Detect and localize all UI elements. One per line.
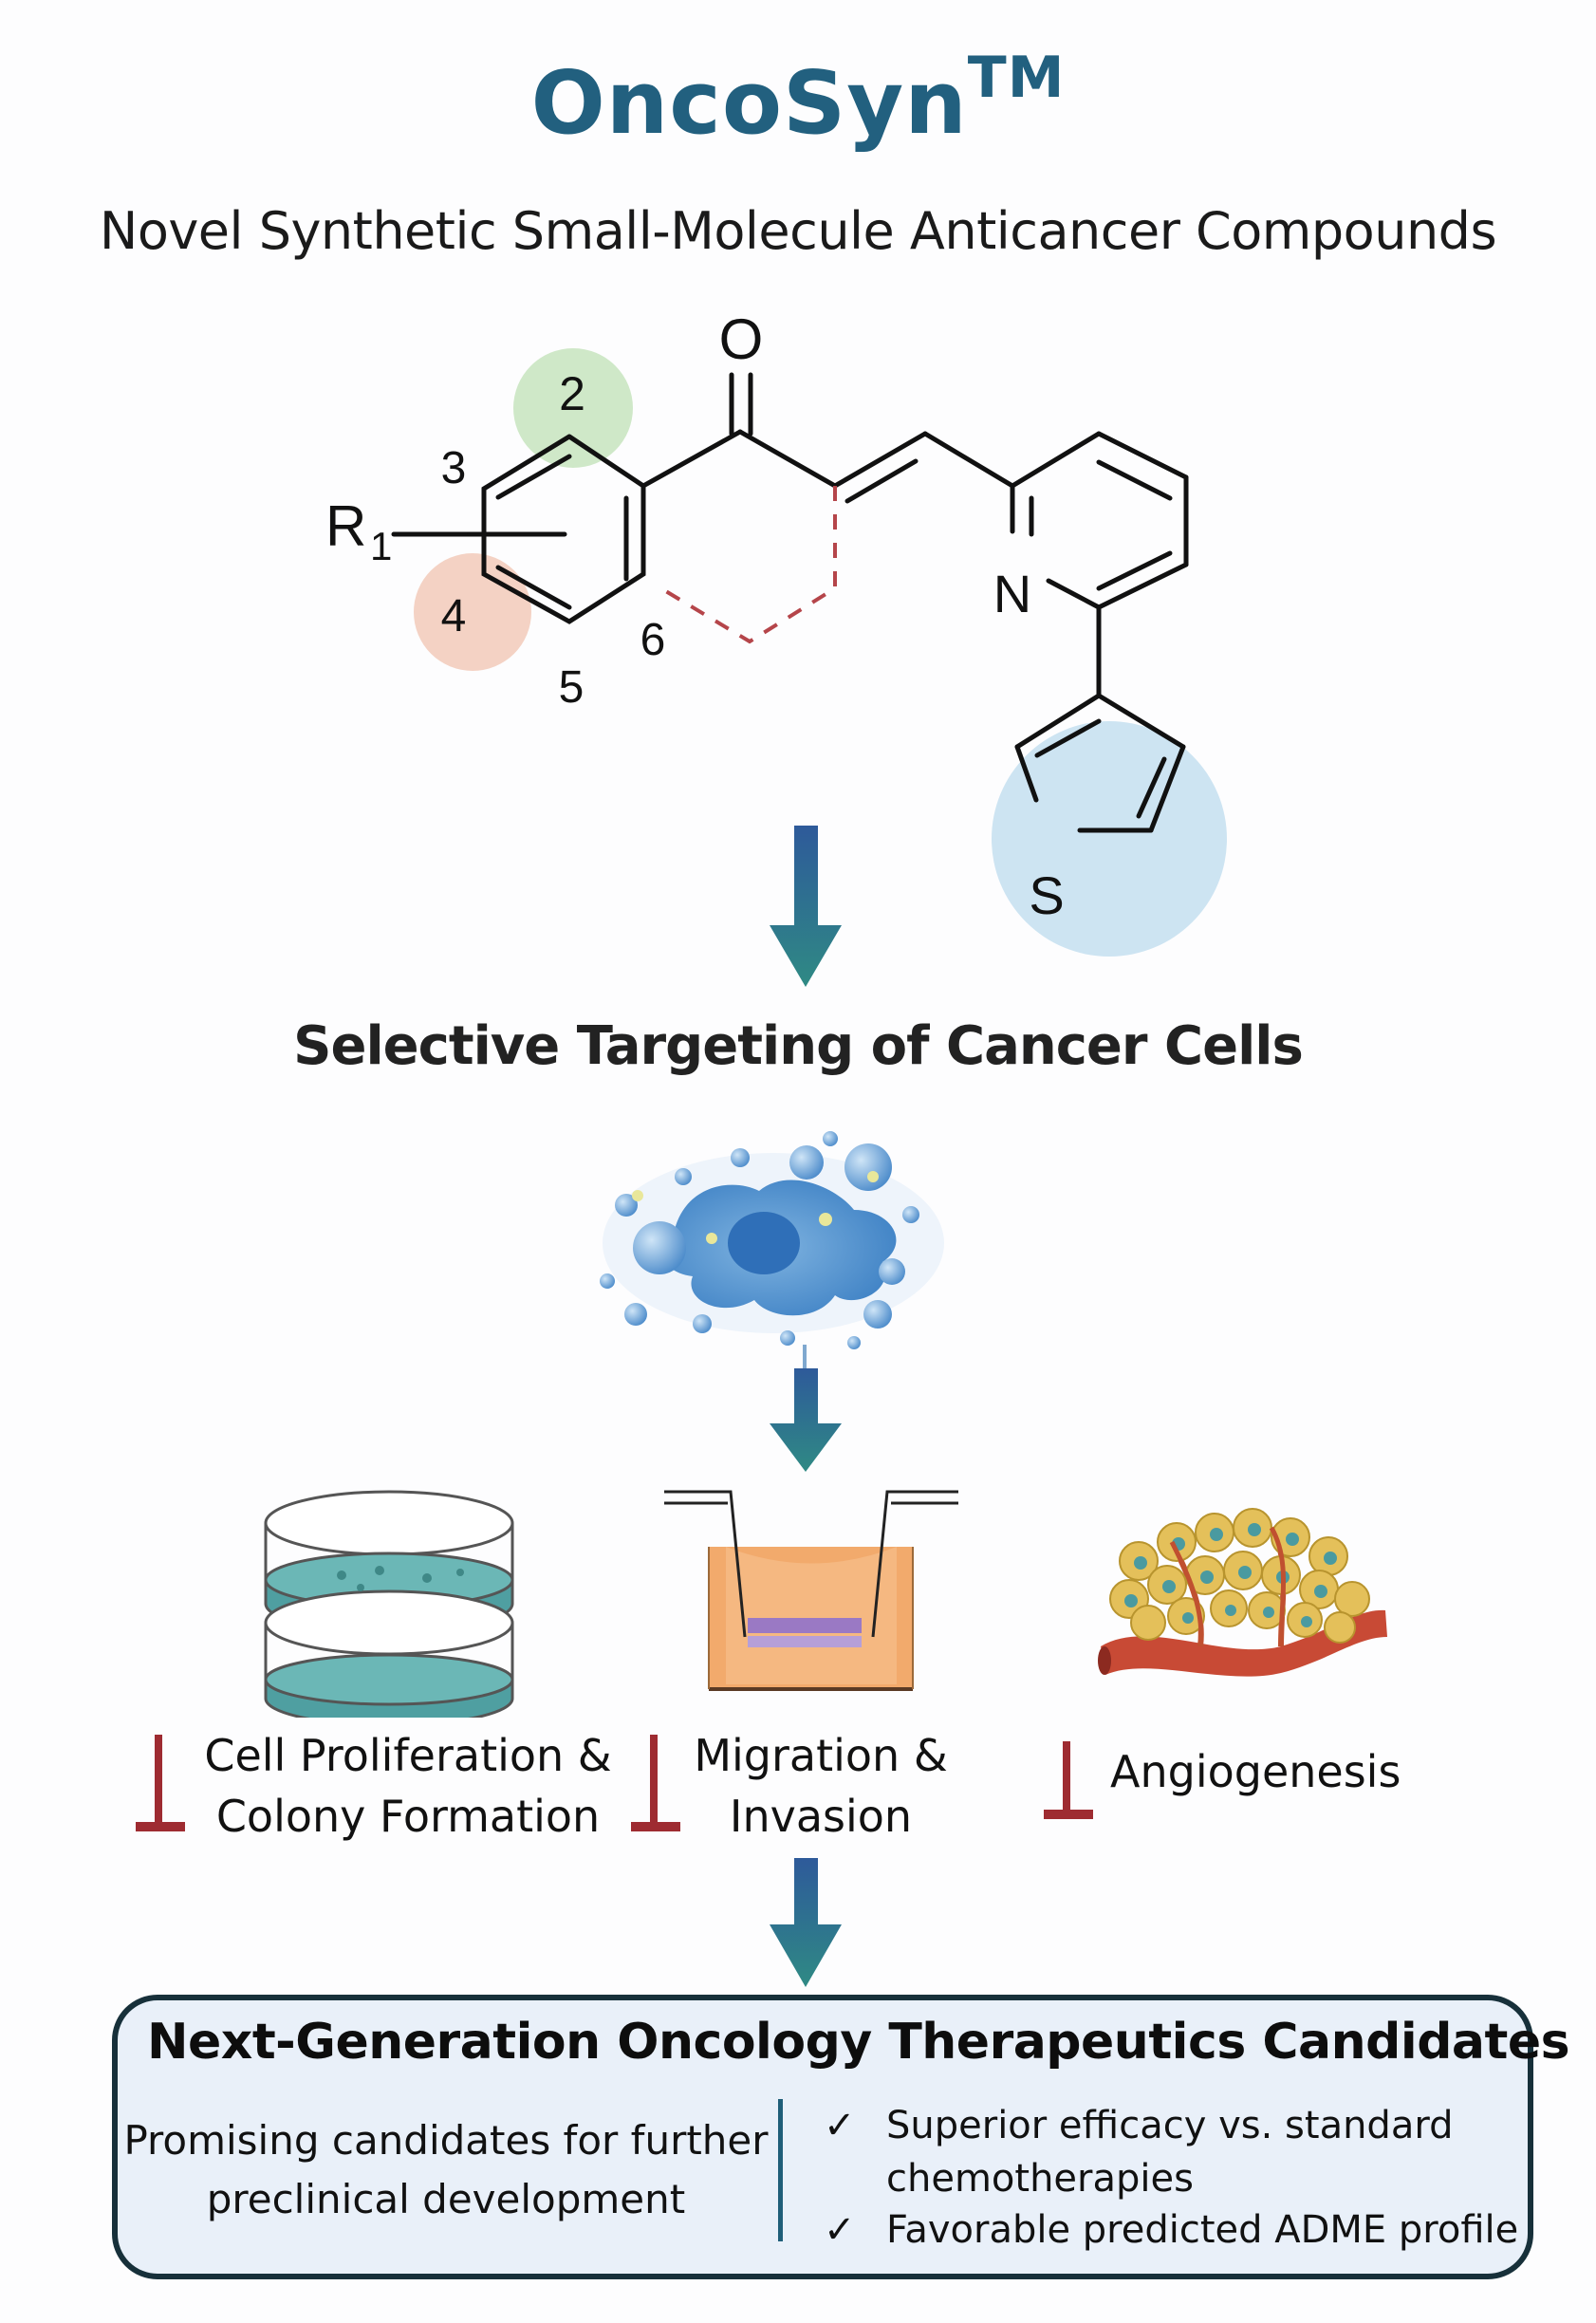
summary-check-item: ✓ Superior efficacy vs. standard chemoth… bbox=[824, 2099, 1453, 2205]
effect-label-line: Migration & bbox=[694, 1730, 948, 1781]
inhibition-icon bbox=[136, 1735, 185, 1831]
inhibition-icon bbox=[631, 1735, 680, 1831]
substituent-r: R bbox=[325, 494, 366, 558]
atom-oxygen: O bbox=[719, 307, 764, 371]
checkmark-icon: ✓ bbox=[824, 2104, 856, 2147]
flow-arrow-1 bbox=[770, 826, 842, 987]
subtitle: Novel Synthetic Small-Molecule Anticance… bbox=[99, 201, 1497, 261]
summary-check-item: ✓ Favorable predicted ADME profile bbox=[824, 2203, 1518, 2257]
summary-left-line: preclinical development bbox=[206, 2176, 686, 2222]
check-item-line: Superior efficacy vs. standard bbox=[886, 2104, 1454, 2147]
inhibition-icon bbox=[1044, 1741, 1093, 1819]
highlight-position-4 bbox=[414, 553, 531, 671]
check-item-line: chemotherapies bbox=[886, 2157, 1194, 2201]
position-label-4: 4 bbox=[441, 591, 467, 641]
check-item-line: Favorable predicted ADME profile bbox=[886, 2208, 1519, 2252]
bond-lines bbox=[391, 372, 1189, 833]
brand-name: OncoSyn bbox=[530, 52, 968, 154]
summary-left-line: Promising candidates for further bbox=[123, 2117, 769, 2164]
position-label-6: 6 bbox=[640, 615, 666, 665]
summary-divider bbox=[778, 2099, 783, 2241]
flow-arrow-3 bbox=[770, 1858, 842, 1987]
summary-box bbox=[112, 1995, 1533, 2279]
targeting-title: Selective Targeting of Cancer Cells bbox=[293, 1015, 1304, 1077]
position-label-3: 3 bbox=[441, 443, 467, 493]
effect-label-line: Invasion bbox=[729, 1791, 913, 1842]
highlight-thiophene bbox=[992, 721, 1227, 957]
atom-sulfur: S bbox=[1029, 865, 1064, 925]
brand-title: OncoSynTM bbox=[0, 45, 1596, 154]
summary-title: Next-Generation Oncology Therapeutics Ca… bbox=[147, 2014, 1570, 2071]
position-label-5: 5 bbox=[559, 662, 585, 713]
effect-label-line: Colony Formation bbox=[215, 1791, 601, 1842]
chemical-structure: O N S R 1 2 3 4 5 6 bbox=[325, 307, 1227, 987]
effect-label-line: Cell Proliferation & bbox=[204, 1730, 612, 1781]
substituent-index: 1 bbox=[370, 524, 392, 568]
petri-dish-icon bbox=[264, 1490, 514, 1718]
atom-nitrogen: N bbox=[993, 564, 1031, 623]
position-label-2: 2 bbox=[559, 367, 585, 420]
blood-vessel-tumor-icon bbox=[1098, 1508, 1387, 1677]
trademark-mark: TM bbox=[967, 45, 1066, 111]
transwell-icon bbox=[664, 1490, 958, 1691]
checkmark-icon: ✓ bbox=[824, 2208, 856, 2252]
flow-arrow-2 bbox=[770, 1345, 842, 1472]
effect-label-line: Angiogenesis bbox=[1110, 1746, 1401, 1797]
optional-ring-dashed bbox=[662, 486, 837, 644]
summary-left-text: Promising candidates for further preclin… bbox=[123, 2111, 769, 2229]
cancer-cell-icon bbox=[600, 1131, 944, 1349]
highlight-position-2 bbox=[513, 348, 633, 468]
